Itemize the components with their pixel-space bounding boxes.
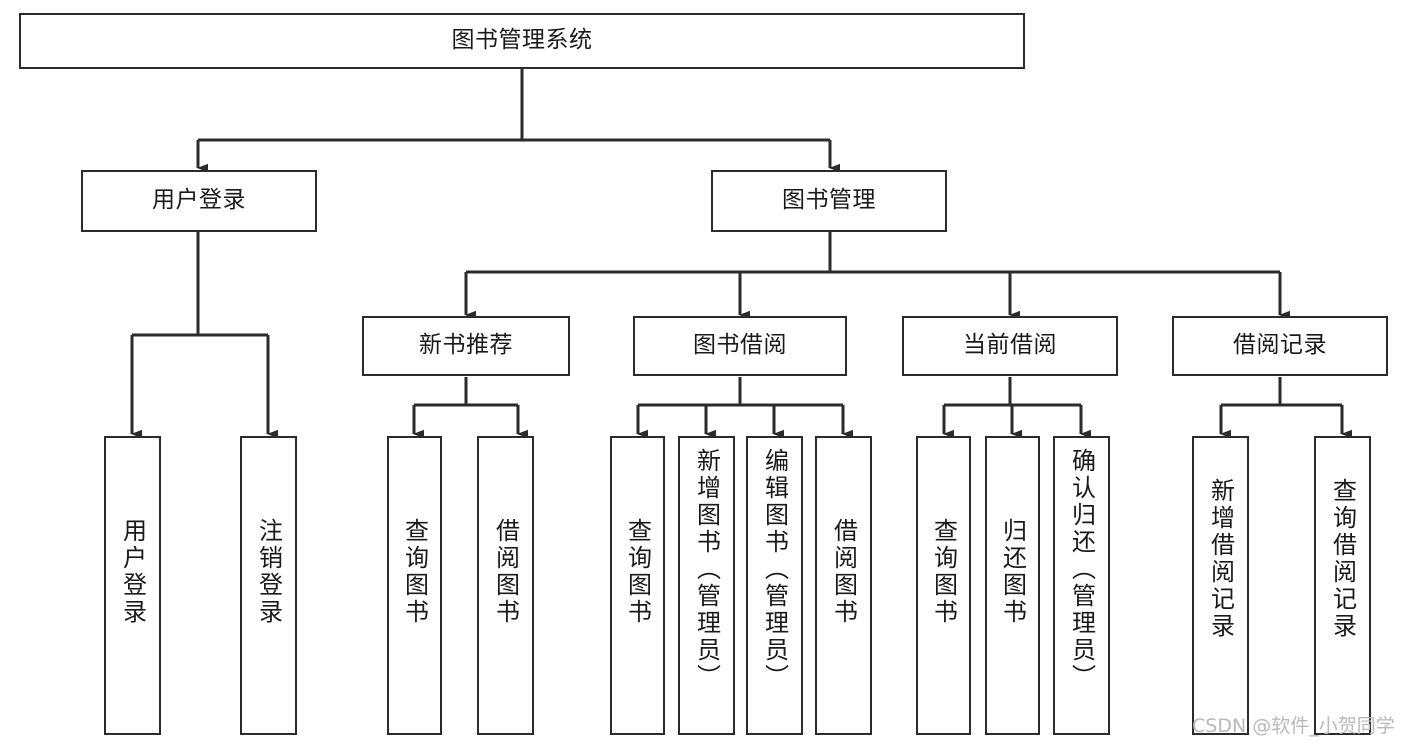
node-label: 新增借阅记录 (1206, 478, 1235, 640)
node-label: 图书借阅 (693, 332, 787, 359)
node-label: 图书管理 (782, 187, 876, 214)
node-label: 编辑图书（管理员） (760, 448, 789, 691)
node-label: 借阅记录 (1233, 332, 1327, 359)
node-label: 借阅图书 (491, 518, 520, 626)
leaf-return-book[interactable]: 归还图书 (985, 436, 1040, 735)
leaf-user-login[interactable]: 用户登录 (104, 436, 161, 735)
leaf-query-book-2[interactable]: 查询图书 (610, 436, 665, 735)
node-current-borrow[interactable]: 当前借阅 (902, 316, 1118, 376)
node-book-borrow[interactable]: 图书借阅 (633, 316, 847, 376)
leaf-borrow-book-1[interactable]: 借阅图书 (477, 436, 534, 735)
node-label: 图书管理系统 (451, 27, 593, 54)
node-borrow-record[interactable]: 借阅记录 (1172, 316, 1388, 376)
node-label: 查询图书 (929, 518, 958, 626)
leaf-edit-book[interactable]: 编辑图书（管理员） (746, 436, 803, 735)
leaf-borrow-book-2[interactable]: 借阅图书 (815, 436, 872, 735)
node-new-book-recommend[interactable]: 新书推荐 (362, 316, 570, 376)
leaf-add-record[interactable]: 新增借阅记录 (1192, 436, 1249, 735)
leaf-query-record[interactable]: 查询借阅记录 (1314, 436, 1371, 735)
node-root-system[interactable]: 图书管理系统 (19, 13, 1025, 69)
node-label: 确认归还（管理员） (1067, 448, 1096, 691)
node-label: 查询图书 (400, 518, 429, 626)
node-label: 新书推荐 (419, 332, 513, 359)
node-label: 当前借阅 (963, 332, 1057, 359)
csdn-watermark: CSDN @软件_小贺同学 (1192, 715, 1395, 737)
node-book-manage[interactable]: 图书管理 (711, 170, 947, 232)
node-label: 查询借阅记录 (1328, 478, 1357, 640)
node-label: 查询图书 (623, 518, 652, 626)
leaf-logout-login[interactable]: 注销登录 (240, 436, 297, 735)
leaf-add-book[interactable]: 新增图书（管理员） (678, 436, 735, 735)
node-label: 用户登录 (118, 518, 147, 626)
leaf-query-book-3[interactable]: 查询图书 (916, 436, 971, 735)
leaf-confirm-return[interactable]: 确认归还（管理员） (1053, 436, 1110, 735)
node-user-login[interactable]: 用户登录 (81, 170, 317, 232)
node-label: 借阅图书 (829, 518, 858, 626)
node-label: 用户登录 (152, 187, 246, 214)
leaf-query-book-1[interactable]: 查询图书 (387, 436, 442, 735)
node-label: 注销登录 (254, 518, 283, 626)
node-label: 归还图书 (998, 518, 1027, 626)
node-label: 新增图书（管理员） (692, 448, 721, 691)
